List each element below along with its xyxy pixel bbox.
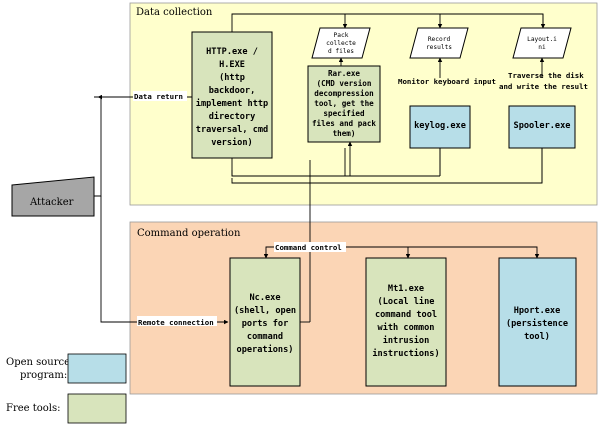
svg-text:(persistence: (persistence [506,318,568,329]
rar-exe-node [307,65,381,143]
layout-ini-node [512,27,572,59]
svg-text:tool): tool) [524,332,550,342]
hport-exe-text: Hport.exe (persistence tool) [506,306,568,342]
mt1-exe-text: Mt1.exe (Local line command tool with co… [372,284,439,359]
svg-text:(http: (http [219,73,245,83]
keylog-exe-node [409,105,471,149]
svg-text:traversal, cmd: traversal, cmd [196,125,268,135]
svg-text:specified: specified [323,109,365,118]
svg-text:collecte: collecte [326,40,356,47]
nc-exe-node [229,257,301,387]
command-operation-title: Command operation [137,228,241,239]
svg-text:(Local line: (Local line [378,296,435,307]
traverse-disk-label-2: and write the result [499,82,588,91]
svg-text:Hport.exe: Hport.exe [514,306,561,316]
svg-text:HTTP.exe /: HTTP.exe / [206,47,258,57]
traverse-disk-label-1: Traverse the disk [508,71,584,80]
svg-text:Record: Record [428,36,451,43]
svg-text:d files: d files [328,48,354,55]
svg-text:ni: ni [538,44,546,51]
svg-text:Rar.exe: Rar.exe [328,69,360,78]
attacker-label: Attacker [29,197,74,208]
attacker-node [11,176,95,217]
legend-open-source-line2: program: [20,370,67,381]
legend-free-tools-label: Free tools: [6,403,61,414]
keylog-exe-label: keylog.exe [414,121,466,131]
record-results-text: Record results [426,36,452,51]
layout-ini-text: Layout.i ni [527,36,557,51]
remote-connection-label: Remote connection [138,318,214,327]
svg-text:instructions): instructions) [372,348,439,359]
svg-text:ports for: ports for [242,319,289,329]
svg-text:implement http: implement http [196,98,268,109]
svg-text:tool, get the: tool, get the [314,99,374,108]
pack-files-node [311,27,371,59]
monitor-keyboard-label: Monitor keyboard input [398,77,496,86]
svg-text:command tool: command tool [375,310,437,320]
rar-exe-text: Rar.exe (CMD version decompression tool,… [312,69,376,138]
data-return-label: Data return [134,92,183,101]
svg-text:directory: directory [209,111,256,122]
legend-open-source-line1: Open source [6,357,70,368]
svg-text:version): version) [211,137,252,148]
svg-text:command: command [247,332,283,342]
svg-text:backdoor,: backdoor, [209,86,256,96]
pack-files-text: Pack collecte d files [326,32,356,55]
svg-text:intrusion: intrusion [383,335,430,346]
svg-text:Mt1.exe: Mt1.exe [388,284,424,294]
legend-open-source-swatch [67,353,127,384]
http-exe-node [191,31,273,159]
mt1-exe-node [365,257,447,387]
data-collection-title: Data collection [136,7,213,18]
svg-text:files and pack: files and pack [312,119,376,128]
svg-text:them): them) [333,129,356,138]
svg-text:Pack: Pack [334,32,349,39]
record-results-node [409,27,469,59]
nc-exe-text: Nc.exe (shell, open ports for command op… [234,293,296,355]
svg-text:decompression: decompression [314,89,373,98]
svg-text:operations): operations) [237,344,294,355]
svg-text:Nc.exe: Nc.exe [249,293,280,303]
svg-text:results: results [426,44,452,51]
spooler-exe-node [508,105,576,149]
hport-exe-node [498,257,577,387]
svg-text:with common: with common [378,322,435,333]
svg-text:(CMD version: (CMD version [317,79,372,88]
http-exe-text: HTTP.exe / H.EXE (http backdoor, impleme… [196,47,268,148]
svg-text:(shell, open: (shell, open [234,306,296,316]
command-control-label: Command control [275,243,342,252]
svg-text:H.EXE: H.EXE [219,60,245,70]
spooler-exe-label: Spooler.exe [514,121,571,131]
svg-text:Layout.i: Layout.i [527,36,557,43]
legend-free-tools-swatch [67,393,127,424]
